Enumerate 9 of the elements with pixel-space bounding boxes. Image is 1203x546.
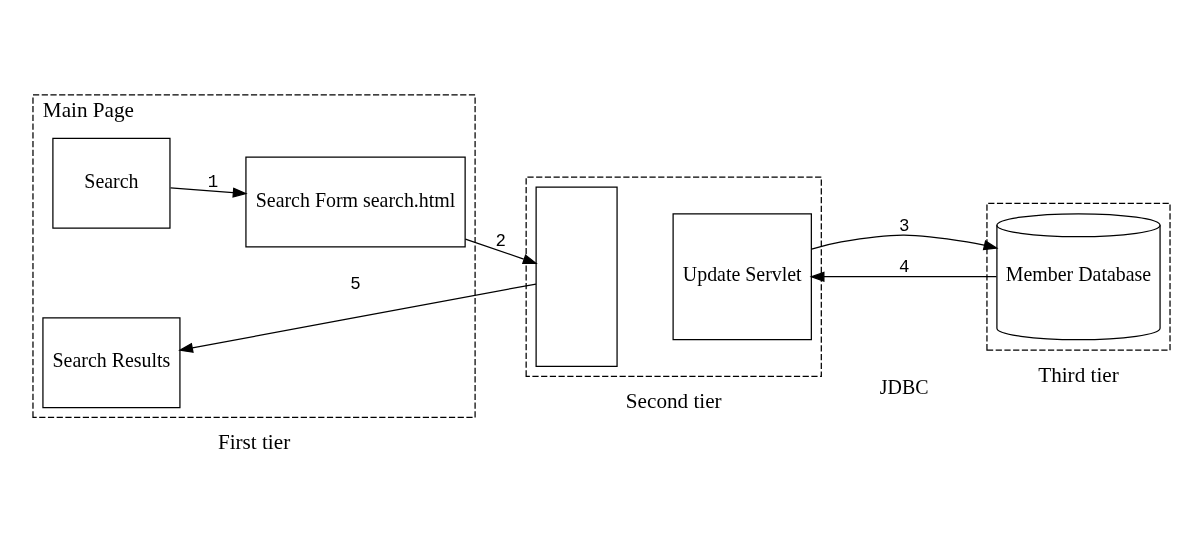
node-label: Second tier: [625, 389, 722, 414]
label: JDBC: [879, 375, 929, 398]
edge-label: 2: [495, 230, 506, 251]
edge-label: 4: [898, 257, 910, 277]
node-label: First tier: [217, 430, 291, 455]
edge-label: 3: [898, 215, 910, 236]
edge-label: 5: [350, 274, 361, 295]
edge-label: 1: [207, 172, 219, 193]
node-label: Third tier: [1038, 363, 1119, 388]
